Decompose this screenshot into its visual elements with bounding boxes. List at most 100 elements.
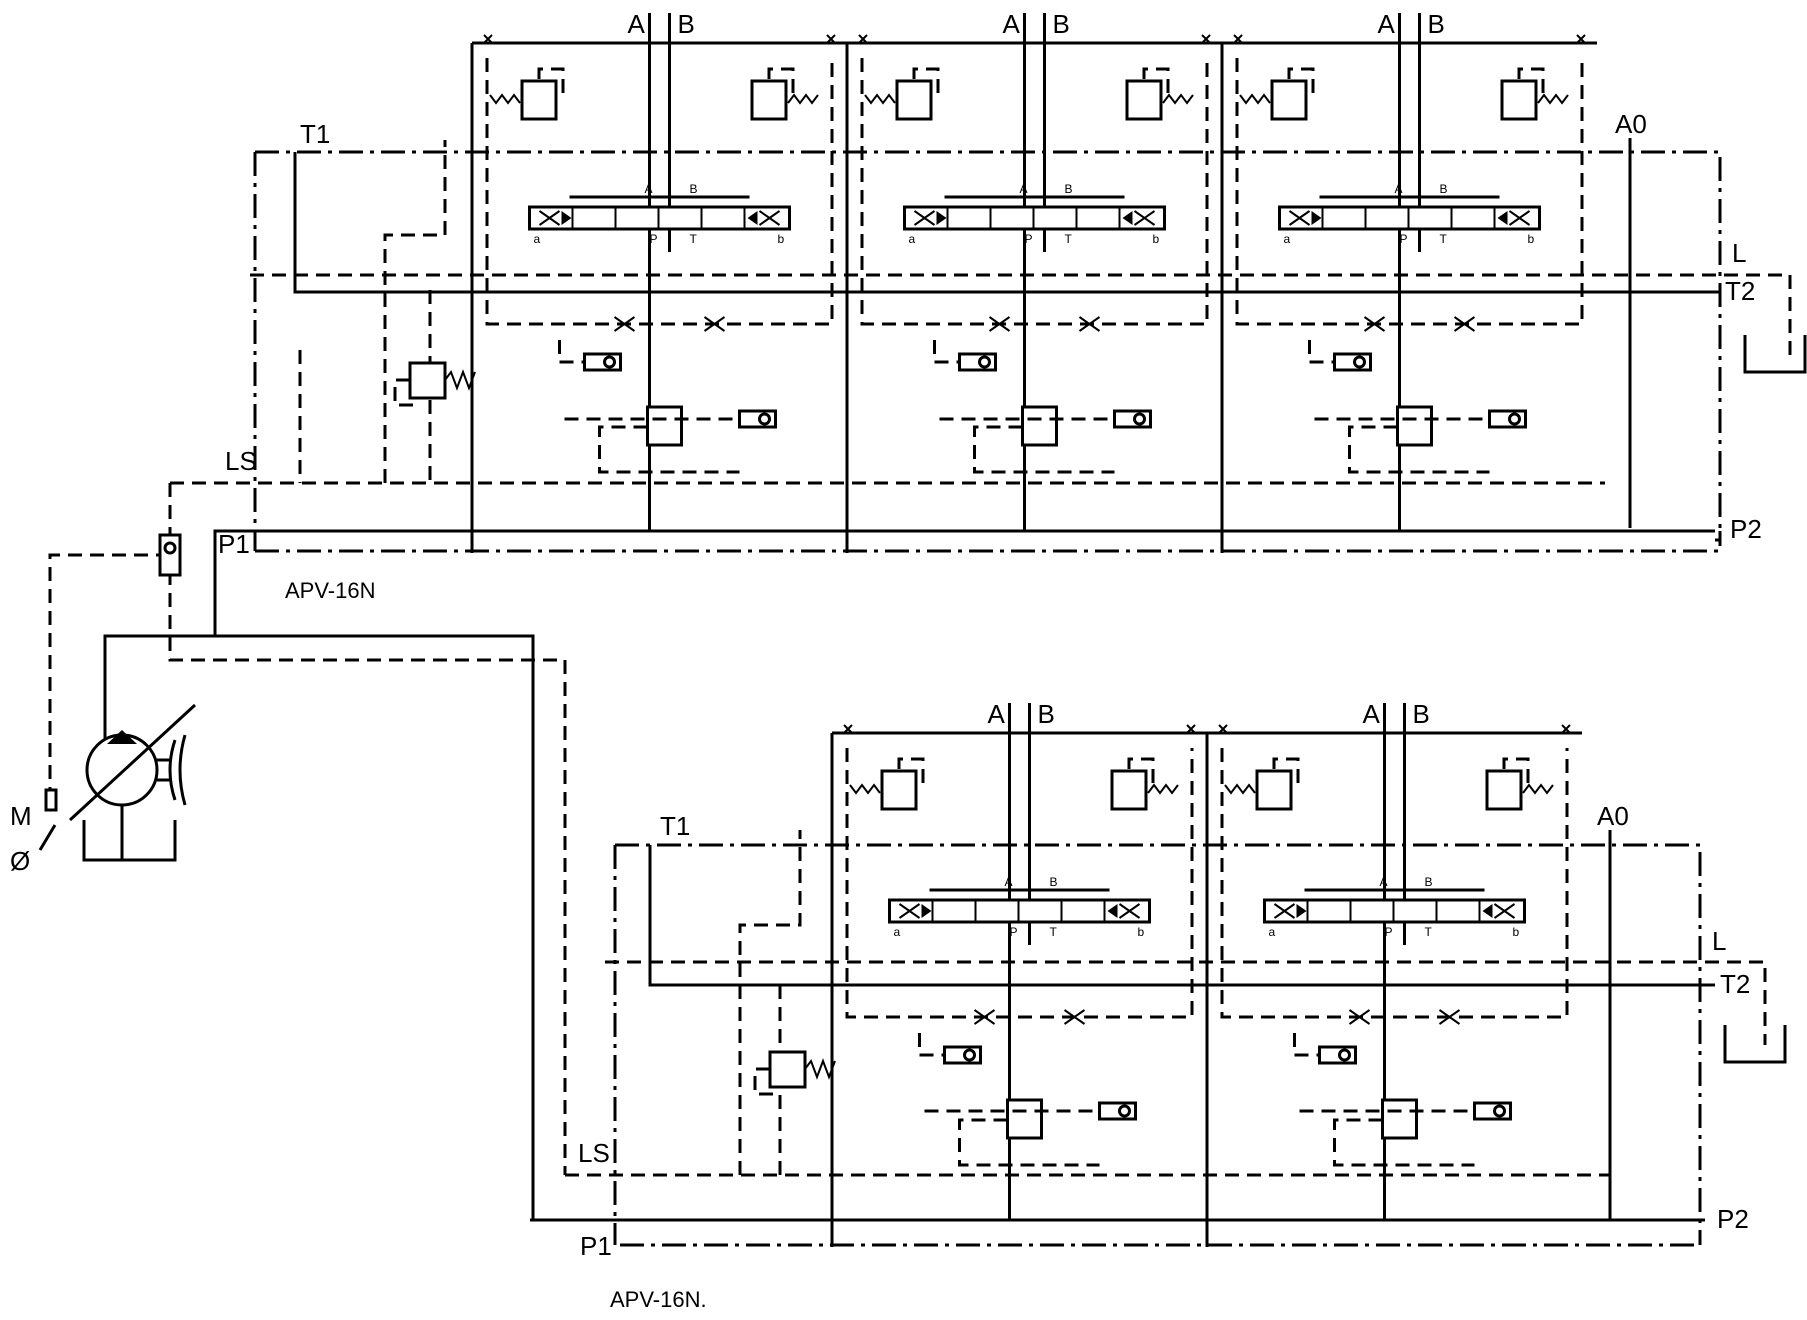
- relief-valve-icon: [1255, 769, 1293, 811]
- port-b-label: B: [678, 9, 695, 39]
- spool-sb-label: b: [1513, 925, 1520, 939]
- upper-ls-vertical: [383, 140, 447, 483]
- pilot-line: [767, 67, 795, 95]
- spool-sa-label: a: [1269, 925, 1276, 939]
- spring-icon: [1147, 783, 1179, 795]
- lower-t1-label: T1: [660, 811, 690, 841]
- pump-assembly: [38, 483, 567, 1222]
- spring-icon: [1239, 93, 1271, 105]
- spool-b-label: B: [690, 182, 698, 196]
- port-b-label: B: [1428, 9, 1445, 39]
- lower-relief-spring: [804, 1058, 836, 1080]
- pump-motor-coupling: [168, 734, 187, 806]
- pump-variable-arrow: [68, 703, 197, 822]
- orifice-icon: [973, 1009, 996, 1025]
- orifice-icon: [988, 316, 1011, 332]
- plug-x-icon: [1218, 724, 1228, 734]
- check-ball-icon: [1353, 355, 1366, 369]
- spool-a-label: A: [1395, 182, 1403, 196]
- upper-block-title: APV-16N: [285, 578, 376, 603]
- plug-x-icon: [858, 34, 868, 44]
- upper-tank: [1743, 335, 1807, 374]
- upper-t2-gallery: [293, 152, 1720, 294]
- lower-tank: [1723, 1025, 1787, 1064]
- plug-x-icon: [1201, 34, 1211, 44]
- lower-p1-label: P1: [580, 1231, 612, 1261]
- plug-x-icon: [483, 34, 493, 44]
- upper-relief-valve: [408, 361, 447, 400]
- pump-compensator: [38, 788, 58, 851]
- pilot-line: [1287, 67, 1315, 95]
- upper-return-line: [255, 531, 1722, 553]
- spool-a-label: A: [645, 182, 653, 196]
- check-ball-icon: [1133, 412, 1146, 426]
- relief-valve-icon: [750, 79, 788, 121]
- check-ball-icon: [758, 412, 771, 426]
- upper-a0-label: A0: [1615, 109, 1647, 139]
- spring-icon: [489, 93, 521, 105]
- plug-x-icon: [826, 34, 836, 44]
- shuttle-line: [1293, 1033, 1320, 1057]
- relief-valve-icon: [895, 79, 933, 121]
- relief-valve-icon: [880, 769, 918, 811]
- pilot-arrow-icon: [1107, 904, 1118, 918]
- spool-sa-label: a: [534, 232, 541, 246]
- solenoid-x-icon: [538, 210, 561, 226]
- spool-a-label: A: [1020, 182, 1028, 196]
- check-ball-icon: [603, 355, 616, 369]
- relief-valve-icon: [1110, 769, 1148, 811]
- shuttle-line: [933, 340, 960, 364]
- pump-phi-label: Ø: [10, 846, 30, 876]
- relief-valve-icon: [520, 79, 558, 121]
- relief-valve-icon: [1270, 79, 1308, 121]
- solenoid-x-icon: [1133, 210, 1156, 226]
- pilot-arrow-icon: [747, 211, 758, 225]
- spool-sb-label: b: [1528, 232, 1535, 246]
- spool-p-label: P: [1025, 232, 1033, 246]
- shuttle-line: [558, 340, 585, 364]
- compensator-pilot: [973, 425, 1115, 474]
- orifice-icon: [1348, 1009, 1371, 1025]
- upper-p1-label: P1: [218, 529, 250, 559]
- plug-x-icon: [1576, 34, 1586, 44]
- lower-a0-label: A0: [1597, 801, 1629, 831]
- plug-x-icon: [1233, 34, 1243, 44]
- pilot-arrow-icon: [936, 211, 947, 225]
- lower-ls-vertical: [738, 830, 802, 1175]
- lower-relief-pilot: [753, 1067, 780, 1096]
- spool-t-label: T: [1050, 925, 1058, 939]
- pilot-frame: [845, 748, 1194, 1019]
- spool-sa-label: a: [894, 925, 901, 939]
- lower-l-line: [605, 960, 1767, 1045]
- orifice-icon: [613, 316, 636, 332]
- spool-b-label: B: [1065, 182, 1073, 196]
- compensator-icon: [1006, 1098, 1043, 1140]
- check-ball-icon: [1493, 1104, 1506, 1118]
- relief-valve-icon: [1500, 79, 1538, 121]
- spring-icon: [1537, 93, 1569, 105]
- upper-p1-inlet: [213, 529, 255, 636]
- spool-a-label: A: [1005, 875, 1013, 889]
- spring-icon: [1224, 783, 1256, 795]
- lower-relief-valve: [768, 1050, 807, 1089]
- pilot-arrow-icon: [921, 904, 932, 918]
- spool-sa-label: a: [909, 232, 916, 246]
- port-b-label: B: [1413, 699, 1430, 729]
- pilot-line: [1517, 67, 1545, 95]
- pilot-arrow-icon: [1497, 211, 1508, 225]
- pilot-line: [1272, 757, 1300, 785]
- pump-pressure-line: [103, 634, 540, 1222]
- check-ball-icon: [1118, 1104, 1131, 1118]
- upper-p2-label: P2: [1730, 514, 1762, 544]
- port-a-label: A: [988, 699, 1006, 729]
- upper-relief-spring: [444, 369, 476, 391]
- check-ball-icon: [978, 355, 991, 369]
- relief-valve-icon: [1125, 79, 1163, 121]
- spool-p-label: P: [1400, 232, 1408, 246]
- port-b-label: B: [1053, 9, 1070, 39]
- pilot-arrow-icon: [561, 211, 572, 225]
- orifice-icon: [703, 316, 726, 332]
